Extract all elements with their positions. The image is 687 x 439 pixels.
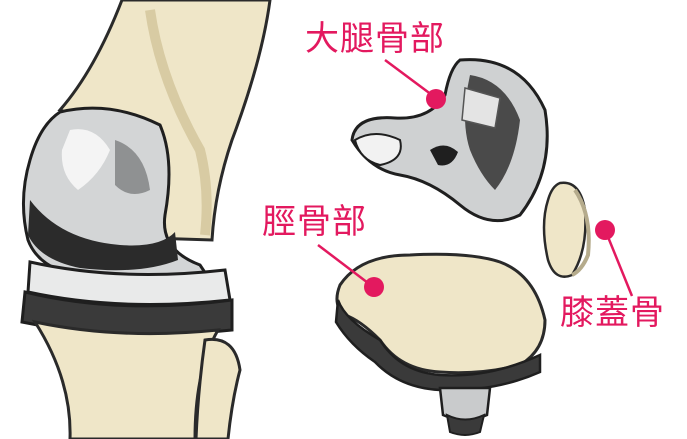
femoral-label: 大腿骨部 (305, 22, 445, 56)
assembled-knee (22, 0, 270, 439)
tibia-bone (35, 322, 218, 439)
femoral-component (352, 60, 547, 221)
patellar-label: 膝蓋骨 (560, 296, 665, 330)
tibial-marker-dot (364, 277, 384, 297)
femoral-component-condyle (355, 134, 401, 165)
patellar-component (544, 183, 589, 277)
femoral-leader-line (385, 60, 436, 98)
femoral-marker-dot (426, 89, 446, 109)
fibula-bone (196, 339, 240, 439)
patellar-marker-dot (595, 220, 615, 240)
tibial-label: 脛骨部 (262, 205, 367, 239)
patellar-leader-line (606, 232, 632, 296)
